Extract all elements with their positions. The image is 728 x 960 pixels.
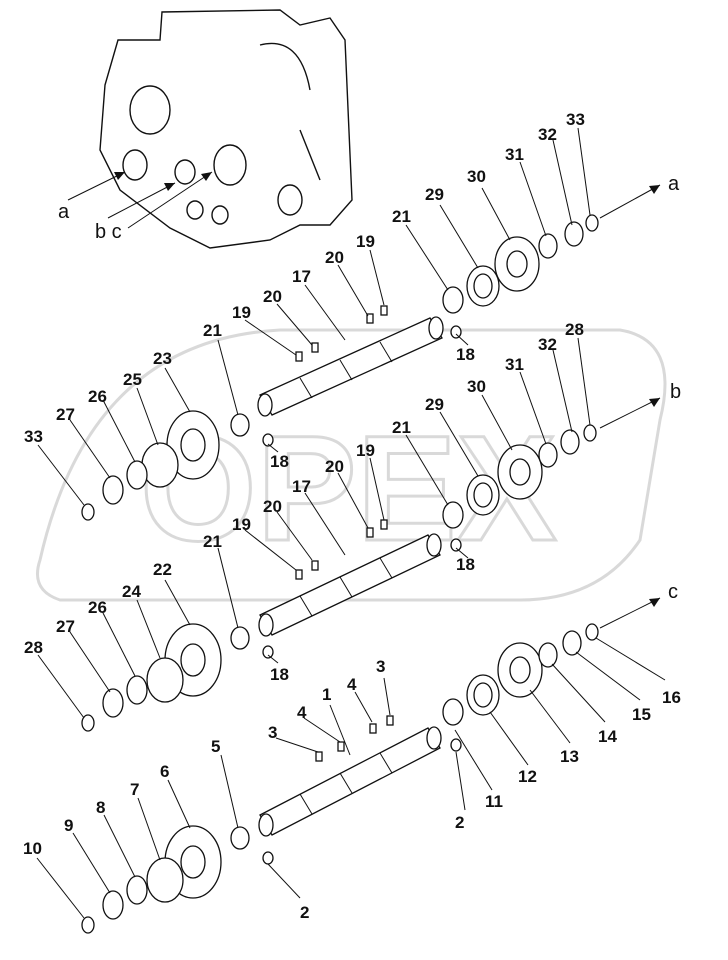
callout-28-left: 28 xyxy=(24,638,43,657)
callout-19-mid-l: 19 xyxy=(232,515,251,534)
housing-arrows: a b c xyxy=(58,171,213,243)
callout-21-top-l: 21 xyxy=(203,321,222,340)
callout-7: 7 xyxy=(130,780,139,799)
callout-33-top: 33 xyxy=(566,110,585,129)
callout-27-mid: 27 xyxy=(56,617,75,636)
callout-19-top-r: 19 xyxy=(356,232,375,251)
view-letter-bc-housing: b c xyxy=(95,221,122,243)
callout-20-mid-r: 20 xyxy=(325,457,344,476)
callout-33-left: 33 xyxy=(24,427,43,446)
transmission-housing xyxy=(99,9,353,249)
callouts: 33 32 31 30 29 21 19 20 17 20 19 21 18 1… xyxy=(23,110,681,922)
callout-18-mid-r: 18 xyxy=(456,555,475,574)
callout-26-mid: 26 xyxy=(88,598,107,617)
callout-6: 6 xyxy=(160,762,169,781)
callout-29-top: 29 xyxy=(425,185,444,204)
callout-18-top-l: 18 xyxy=(270,452,289,471)
callout-12: 12 xyxy=(518,767,537,786)
shaft-assembly-b: b xyxy=(81,381,681,732)
callout-27-top: 27 xyxy=(56,405,75,424)
callout-15: 15 xyxy=(632,705,651,724)
callout-31-mid: 31 xyxy=(505,355,524,374)
callout-30-top: 30 xyxy=(467,167,486,186)
callout-19-mid-r: 19 xyxy=(356,441,375,460)
callout-25: 25 xyxy=(123,370,142,389)
callout-21-top-r: 21 xyxy=(392,207,411,226)
callout-32-top: 32 xyxy=(538,125,557,144)
callout-26-top: 26 xyxy=(88,387,107,406)
callout-4-l: 4 xyxy=(297,703,307,722)
callout-9: 9 xyxy=(64,816,73,835)
callout-1: 1 xyxy=(322,685,331,704)
shaft-assembly-c: c xyxy=(81,581,678,934)
callout-20-top-r: 20 xyxy=(325,248,344,267)
callout-16: 16 xyxy=(662,688,681,707)
callout-24: 24 xyxy=(122,582,141,601)
callout-20-mid-l: 20 xyxy=(263,497,282,516)
callout-22: 22 xyxy=(153,560,172,579)
callout-2-l: 2 xyxy=(300,903,309,922)
callout-21-mid-l: 21 xyxy=(203,532,222,551)
view-letter-c: c xyxy=(668,581,678,603)
callout-18-top-r: 18 xyxy=(456,345,475,364)
view-letter-b: b xyxy=(670,381,681,403)
callout-17-top: 17 xyxy=(292,267,311,286)
view-letter-a: a xyxy=(668,173,680,195)
callout-10: 10 xyxy=(23,839,42,858)
callout-29-mid: 29 xyxy=(425,395,444,414)
callout-11: 11 xyxy=(485,792,503,811)
callout-21-mid-r: 21 xyxy=(392,418,411,437)
view-letter-a-housing: a xyxy=(58,201,70,223)
callout-17-mid: 17 xyxy=(292,477,311,496)
callout-14: 14 xyxy=(598,727,617,746)
callout-20-top-l: 20 xyxy=(263,287,282,306)
callout-8: 8 xyxy=(96,798,105,817)
callout-23: 23 xyxy=(153,349,172,368)
shaft-assembly-a: a xyxy=(81,173,680,521)
callout-19-top-l: 19 xyxy=(232,303,251,322)
callout-3-r: 3 xyxy=(376,657,385,676)
callout-2-r: 2 xyxy=(455,813,464,832)
callout-28-mid: 28 xyxy=(565,320,584,339)
callout-3-l: 3 xyxy=(268,723,277,742)
callout-31-top: 31 xyxy=(505,145,524,164)
callout-5: 5 xyxy=(211,737,220,756)
callout-32-mid: 32 xyxy=(538,335,557,354)
callout-4-r: 4 xyxy=(347,675,357,694)
callout-18-mid-l: 18 xyxy=(270,665,289,684)
callout-13: 13 xyxy=(560,747,579,766)
callout-30-mid: 30 xyxy=(467,377,486,396)
